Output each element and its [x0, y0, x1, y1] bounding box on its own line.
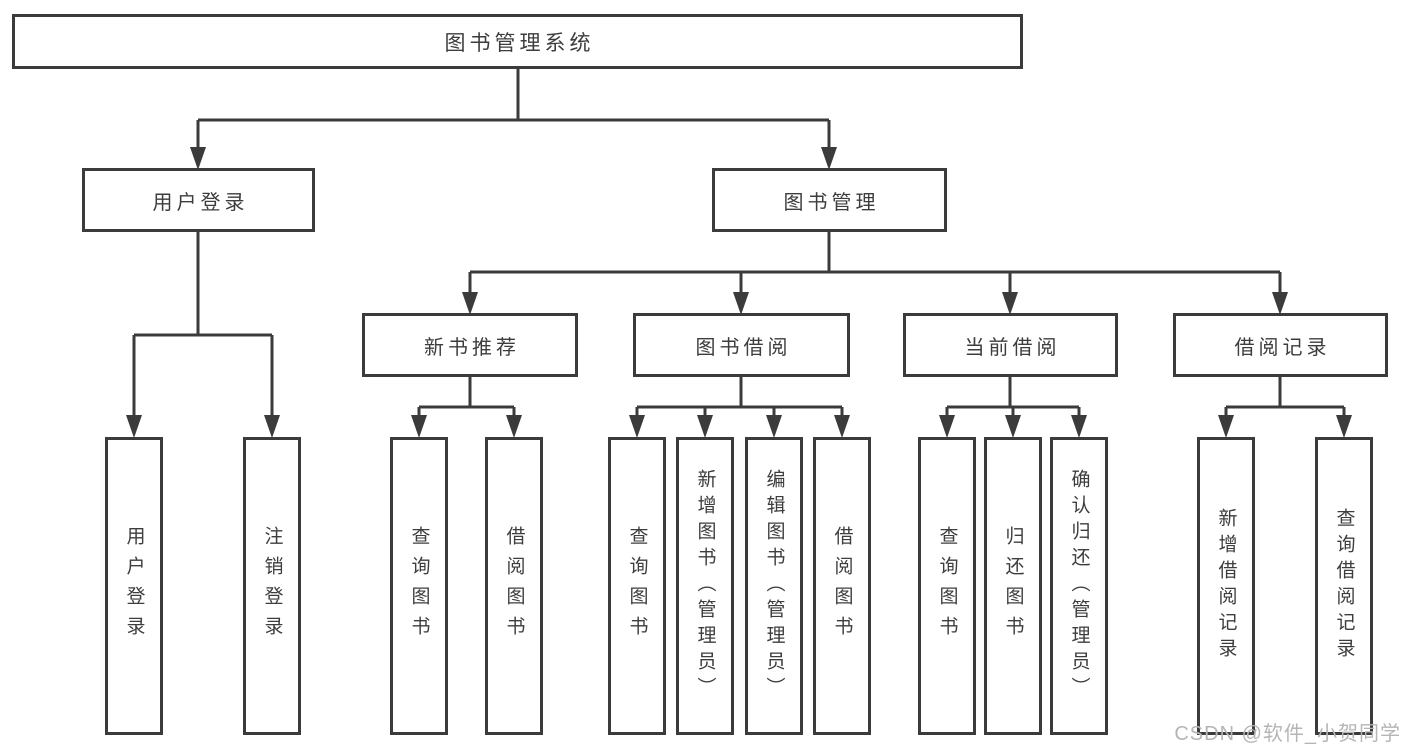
leaf-query-borrow-record: 查询借阅记录 — [1315, 437, 1373, 735]
arrowheads — [126, 147, 1352, 438]
csdn-watermark: CSDN @软件_小贺同学 — [1174, 723, 1401, 745]
leaf-query-books-current: 查询图书 — [918, 437, 976, 735]
leaf-user-login: 用户登录 — [105, 437, 163, 735]
leaf-query-books-recommend: 查询图书 — [390, 437, 448, 735]
leaf-return-books: 归还图书 — [984, 437, 1042, 735]
leaf-borrow-books: 借阅图书 — [813, 437, 871, 735]
leaf-borrow-books-recommend: 借阅图书 — [485, 437, 543, 735]
module-borrowing-records: 借阅记录 — [1173, 313, 1388, 377]
leaf-edit-books-admin: 编辑图书（管理员） — [745, 437, 803, 735]
module-current-borrowing: 当前借阅 — [903, 313, 1118, 377]
leaf-add-borrow-record: 新增借阅记录 — [1197, 437, 1255, 735]
root-node-library-system: 图书管理系统 — [12, 14, 1023, 69]
branch-book-management: 图书管理 — [712, 168, 947, 232]
module-book-borrowing: 图书借阅 — [633, 313, 850, 377]
leaf-confirm-return-admin: 确认归还（管理员） — [1050, 437, 1108, 735]
leaf-logout: 注销登录 — [243, 437, 301, 735]
leaf-add-books-admin: 新增图书（管理员） — [676, 437, 734, 735]
branch-user-login: 用户登录 — [82, 168, 315, 232]
leaf-query-books-borrow: 查询图书 — [608, 437, 666, 735]
module-new-book-recommendation: 新书推荐 — [362, 313, 578, 377]
